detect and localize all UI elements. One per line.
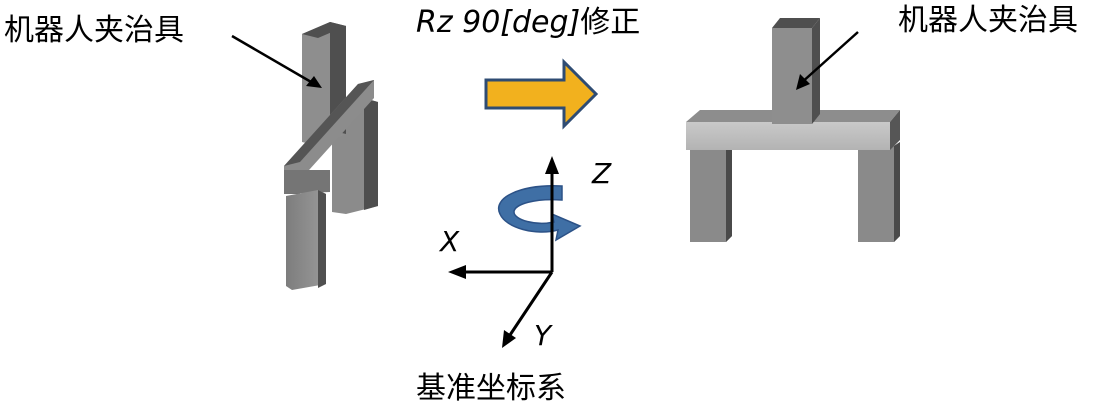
frame-caption: 基准坐标系: [416, 371, 566, 406]
reference-frame: [448, 156, 582, 348]
x-axis-label: X: [440, 225, 460, 258]
correction-rz: Rz 90[deg]: [416, 5, 581, 40]
right-fixture-label: 机器人夹治具: [898, 3, 1078, 38]
right-arrow-icon: [484, 58, 599, 130]
correction-suffix: 修正: [580, 5, 641, 40]
left-fixture: [231, 22, 378, 290]
left-fixture-label: 机器人夹治具: [4, 13, 184, 48]
z-axis-label: Z: [592, 157, 612, 190]
rotation-arrow-icon: [497, 185, 582, 242]
correction-caption: Rz 90[deg]修正: [416, 8, 640, 38]
right-fixture: [686, 18, 900, 242]
y-axis-label: Y: [534, 319, 552, 352]
